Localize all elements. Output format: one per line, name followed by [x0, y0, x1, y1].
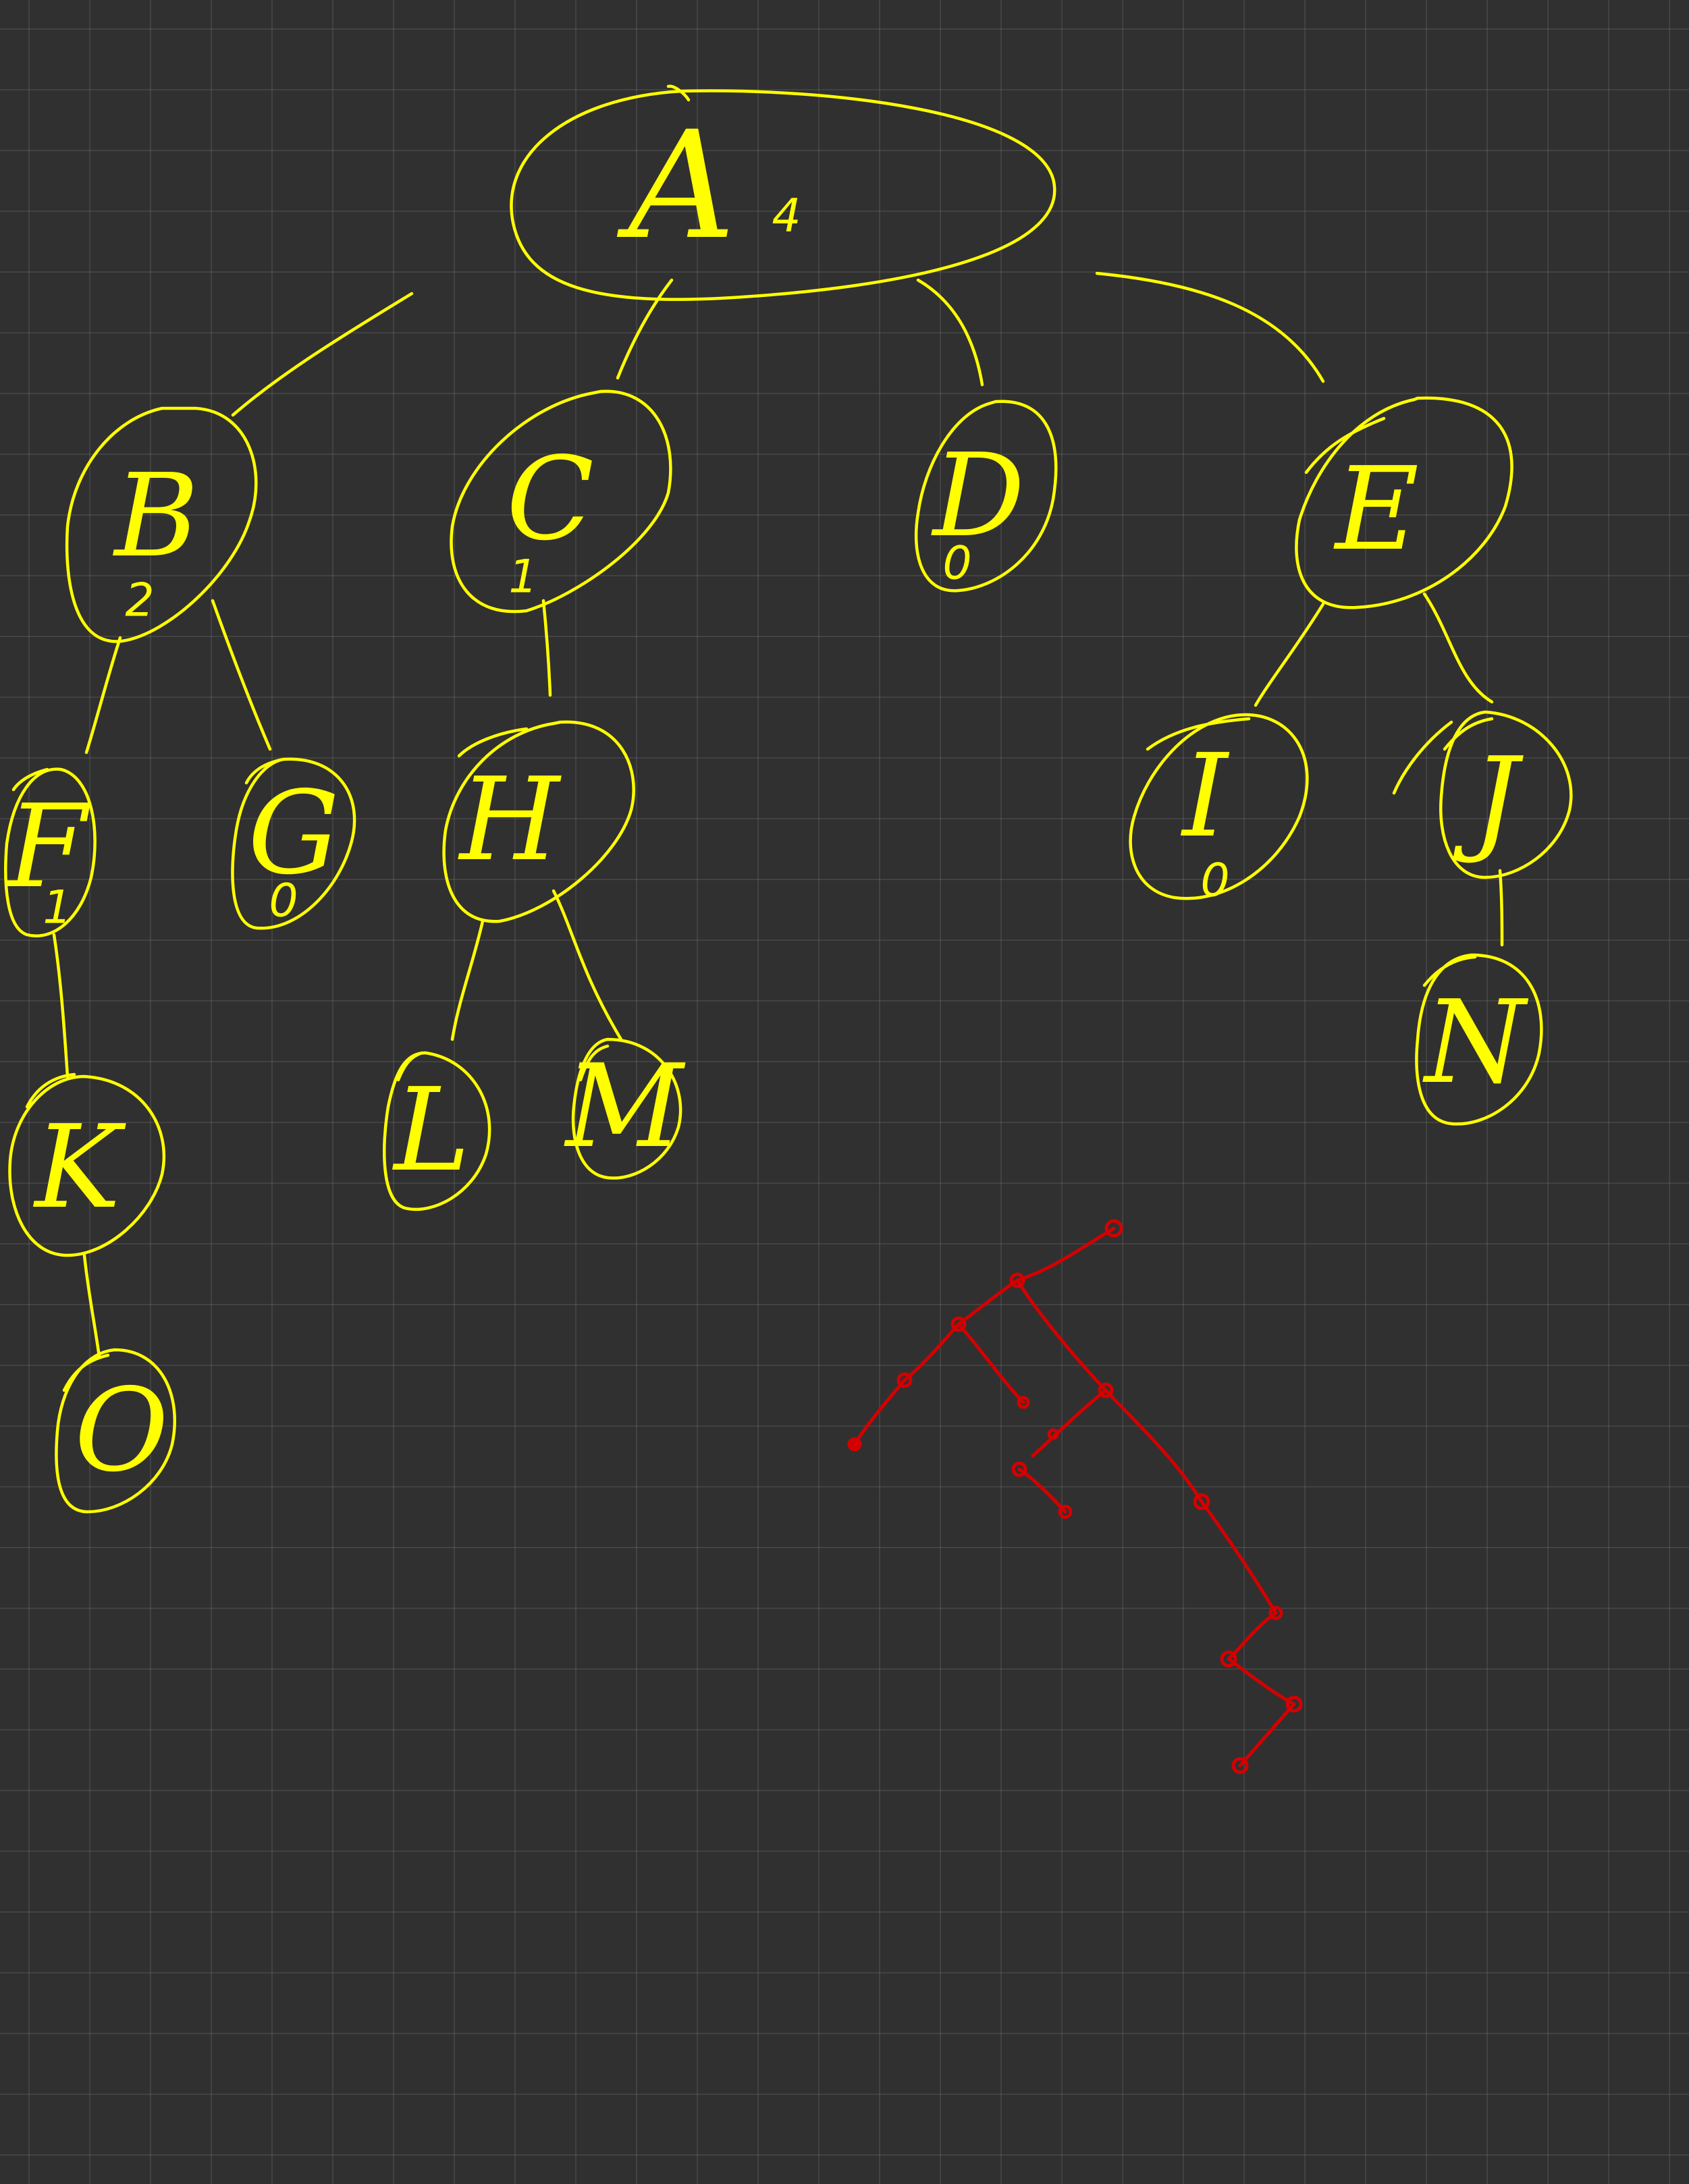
edge-c-h	[541, 599, 552, 697]
red-node-4	[896, 1372, 913, 1388]
node-d-count: 0	[942, 537, 971, 591]
node-g-outline	[231, 757, 356, 930]
edge-e-j	[1422, 592, 1494, 704]
node-e-label: E	[1333, 443, 1419, 576]
node-a-label: A	[617, 99, 736, 272]
node-g-label: G	[248, 767, 340, 900]
node-f-label: F	[5, 780, 90, 914]
node-f-count: 1	[43, 881, 72, 935]
red-edge-10	[1200, 1500, 1278, 1615]
red-edge-2	[957, 1278, 1019, 1326]
node-c-count: 1	[508, 551, 537, 604]
node-n-outline	[1415, 953, 1543, 1126]
red-edge-4	[853, 1378, 907, 1446]
red-node-3	[950, 1316, 967, 1332]
node-b-label: B	[113, 449, 199, 583]
red-node-2	[1009, 1272, 1025, 1288]
red-node-16	[851, 1440, 859, 1448]
node-a-outline	[510, 84, 1056, 301]
edge-k-o	[82, 1253, 101, 1359]
node-l-label: L	[392, 1064, 471, 1197]
edge-a-b	[231, 292, 414, 417]
red-node-14	[1285, 1695, 1303, 1713]
red-node-5	[847, 1437, 862, 1452]
node-i-outline	[1129, 713, 1309, 900]
tree-edges	[52, 271, 1504, 1359]
red-binary-tree-sketch	[847, 1219, 1303, 1774]
red-node-10	[1058, 1504, 1073, 1519]
node-m-label: M	[564, 1040, 686, 1174]
red-node-11	[1193, 1493, 1210, 1510]
node-i-label: I	[1180, 730, 1229, 863]
red-edge-7	[1031, 1388, 1108, 1458]
node-c-label: C	[506, 433, 594, 566]
node-i-count: 0	[1200, 854, 1229, 908]
node-j-outline	[1439, 710, 1573, 879]
edge-b-g	[211, 599, 272, 751]
red-node-9	[1011, 1461, 1027, 1477]
red-node-13	[1220, 1650, 1237, 1668]
red-node-7	[1098, 1382, 1114, 1398]
node-e-outline	[1295, 396, 1513, 609]
node-b-outline	[65, 406, 258, 643]
edge-h-l	[450, 919, 485, 1041]
node-o-label: O	[74, 1364, 168, 1498]
node-d-outline	[914, 400, 1058, 593]
red-edge-9	[1104, 1388, 1204, 1504]
red-edge-1	[1015, 1226, 1116, 1282]
node-a-count: 4	[772, 190, 801, 243]
red-node-12	[1268, 1606, 1283, 1620]
node-d-label: D	[931, 429, 1025, 563]
node-h-label: H	[458, 753, 562, 887]
red-edge-11	[1227, 1611, 1278, 1661]
node-h-outline	[442, 720, 635, 923]
node-f-outline	[4, 767, 97, 937]
edge-a-d	[916, 278, 984, 387]
edge-b-f	[84, 636, 122, 755]
red-node-1	[1104, 1219, 1123, 1238]
node-k-outline	[8, 1072, 166, 1257]
node-o-outline	[55, 1348, 176, 1514]
red-edge-5	[957, 1322, 1025, 1404]
red-edge-8	[1017, 1467, 1067, 1514]
red-node-15	[1231, 1757, 1249, 1774]
node-l-outline	[383, 1051, 491, 1211]
edge-j-n	[1498, 869, 1504, 947]
node-m-outline	[571, 1037, 682, 1180]
red-edge-13	[1238, 1702, 1296, 1768]
tree-node-labels: A 4 B 2 C 1 D 0 E F 1 G 0 H I 0 J K L M …	[5, 99, 1529, 1498]
edge-a-e	[1095, 271, 1325, 383]
red-node-6	[1017, 1396, 1030, 1409]
edge-h-m	[552, 889, 623, 1041]
red-edge-12	[1227, 1657, 1296, 1706]
node-b-count: 2	[125, 574, 154, 628]
edge-j-stray	[1392, 720, 1453, 795]
edge-f-k	[52, 933, 70, 1079]
node-n-label: N	[1422, 976, 1529, 1110]
red-edge-6	[1015, 1278, 1108, 1392]
red-edge-3	[903, 1322, 961, 1382]
edge-e-i	[1254, 602, 1325, 707]
node-k-label: K	[32, 1101, 126, 1234]
tree-node-outlines	[4, 84, 1573, 1514]
node-g-count: 0	[269, 875, 298, 928]
red-node-8	[1047, 1428, 1059, 1440]
edge-a-c	[616, 278, 674, 380]
node-j-label: J	[1453, 733, 1524, 867]
node-c-outline	[450, 389, 672, 613]
